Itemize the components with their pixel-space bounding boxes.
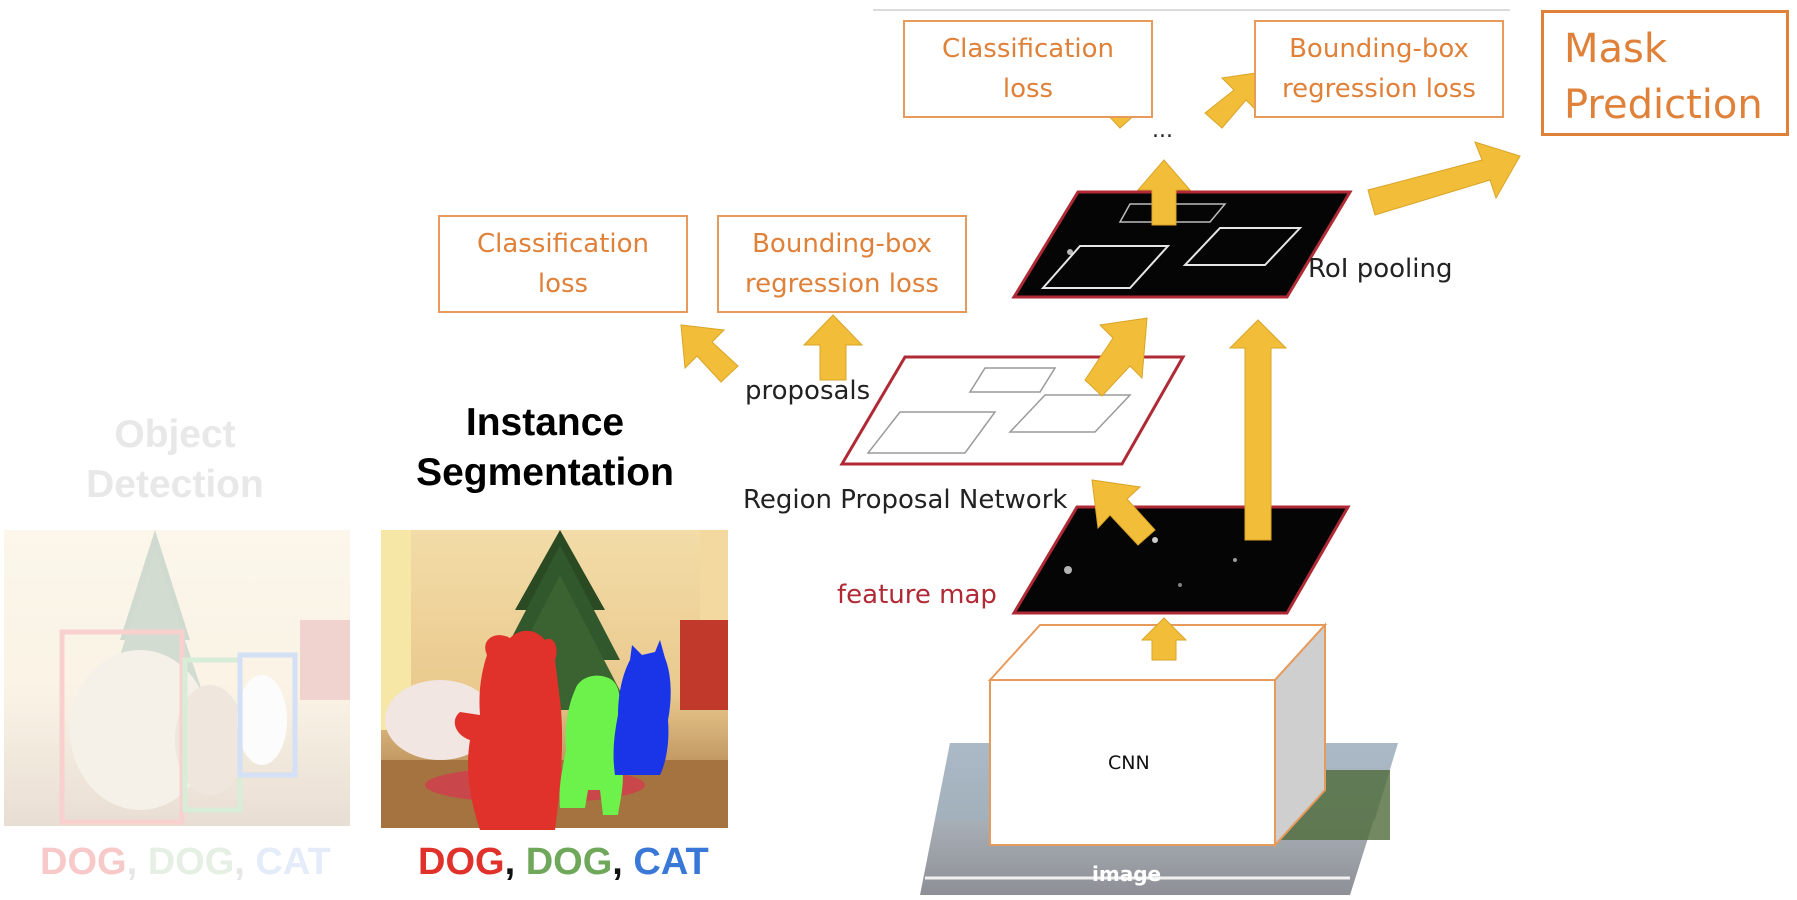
mid-bbox-loss-line2: regression loss (745, 269, 939, 299)
mask-prediction-line2: Prediction (1564, 82, 1763, 128)
mid-bbox-loss-line1: Bounding-box (752, 229, 932, 259)
top-classification-loss-box: Classification loss (903, 20, 1153, 118)
instance-segmentation-caption: DOG, DOG, CAT (418, 841, 709, 884)
instance-segmentation-photo (381, 530, 728, 830)
top-bbox-loss-line1: Bounding-box (1289, 34, 1469, 64)
top-classification-loss-line1: Classification (941, 34, 1115, 64)
object-detection-title-line2: Detection (86, 463, 264, 506)
mid-bbox-loss-box: Bounding-box regression loss (717, 215, 967, 313)
feature-map-plane (1011, 505, 1351, 615)
rpn-label: Region Proposal Network (743, 485, 1068, 515)
caption-cat: CAT (255, 841, 331, 883)
mask-prediction-box: Mask Prediction (1541, 10, 1789, 136)
seg-caption-dog-2: DOG (525, 841, 613, 883)
seg-caption-dog-1: DOG (418, 841, 505, 883)
ellipsis-label: ... (1152, 118, 1173, 143)
object-detection-caption: DOG, DOG, CAT (40, 841, 331, 884)
roi-pooling-plane (1011, 190, 1353, 299)
caption-dog-2: DOG (147, 841, 235, 883)
image-label: image (1092, 862, 1162, 886)
caption-sep-2: , (234, 841, 256, 883)
object-detection-photo (4, 530, 350, 826)
mid-classification-loss-line1: Classification (476, 229, 650, 259)
instance-segmentation-title-line1: Instance (465, 401, 625, 444)
top-classification-loss-line2: loss (1002, 74, 1054, 104)
instance-segmentation-title-line2: Segmentation (416, 451, 674, 494)
top-bbox-loss-line2: regression loss (1282, 74, 1476, 104)
mid-classification-loss-box: Classification loss (438, 215, 688, 313)
seg-caption-sep-2: , (612, 841, 634, 883)
proposals-label: proposals (745, 376, 871, 406)
seg-caption-cat: CAT (633, 841, 709, 883)
cnn-label: CNN (1108, 752, 1150, 774)
seg-caption-sep-1: , (504, 841, 526, 883)
feature-map-label: feature map (837, 580, 997, 610)
cnn-box (987, 622, 1328, 848)
roi-pooling-label: RoI pooling (1308, 254, 1453, 284)
caption-sep-1: , (126, 841, 148, 883)
object-detection-title-line1: Object (114, 413, 236, 456)
object-detection-title: Object Detection (20, 410, 330, 510)
mask-prediction-line1: Mask (1564, 26, 1668, 72)
instance-segmentation-title: Instance Segmentation (390, 398, 700, 498)
caption-dog-1: DOG (40, 841, 127, 883)
top-bbox-loss-box: Bounding-box regression loss (1254, 20, 1504, 118)
mid-classification-loss-line2: loss (537, 269, 589, 299)
rpn-plane (839, 355, 1186, 466)
